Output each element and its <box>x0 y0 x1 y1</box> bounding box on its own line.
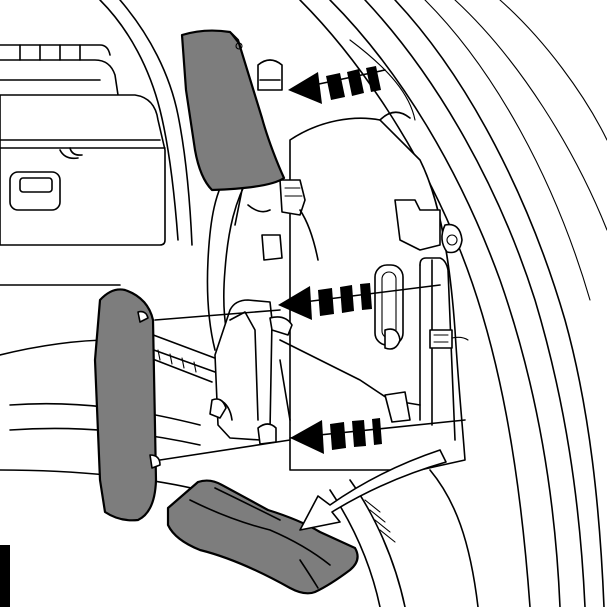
upper-removal-arrow <box>288 66 385 104</box>
upper-clip <box>258 60 282 90</box>
seat-structure <box>0 0 192 355</box>
upper-trim-panel <box>182 31 284 190</box>
floor-trim-cover <box>168 481 358 594</box>
side-trim-panel <box>95 289 160 520</box>
page-edge-marker <box>0 545 10 607</box>
center-trim-frame <box>210 300 292 444</box>
